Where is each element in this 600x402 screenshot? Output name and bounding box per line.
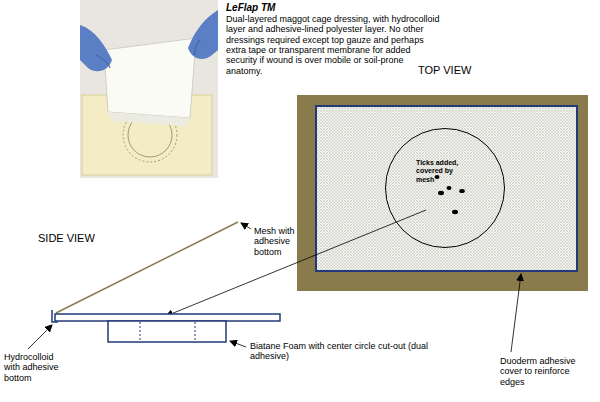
leader-line <box>241 223 251 229</box>
view-title: SIDE VIEW <box>38 232 95 245</box>
view-title: TOP VIEW <box>418 64 471 77</box>
duoderm-cover <box>297 95 588 291</box>
foam-layer <box>108 321 226 342</box>
leader-line <box>511 274 521 352</box>
part-label: Duoderm adhesive cover to reinforce edge… <box>500 356 594 387</box>
cutout-edge <box>195 322 196 341</box>
photo <box>80 0 218 178</box>
product-title: LeFlap TM <box>226 2 275 14</box>
cutout-edge <box>140 322 141 341</box>
wound-circle: Ticks added, covered by mesh <box>385 128 505 248</box>
hydrocolloid-layer <box>55 314 280 321</box>
part-label: Biatane Foam with center circle cut-out … <box>250 341 440 362</box>
part-label: Mesh with adhesive bottom <box>254 226 304 257</box>
view-link-arrow <box>166 210 426 316</box>
tick-dots <box>435 175 465 214</box>
node-label: Ticks added, covered by mesh <box>416 159 460 184</box>
leader-line <box>28 325 52 349</box>
mesh-panel <box>316 106 577 271</box>
leader-line <box>230 341 246 347</box>
description-note: Dual-layered maggot cage dressing, with … <box>226 14 441 76</box>
part-label: Hydrocolloid with adhesive bottom <box>4 352 66 383</box>
